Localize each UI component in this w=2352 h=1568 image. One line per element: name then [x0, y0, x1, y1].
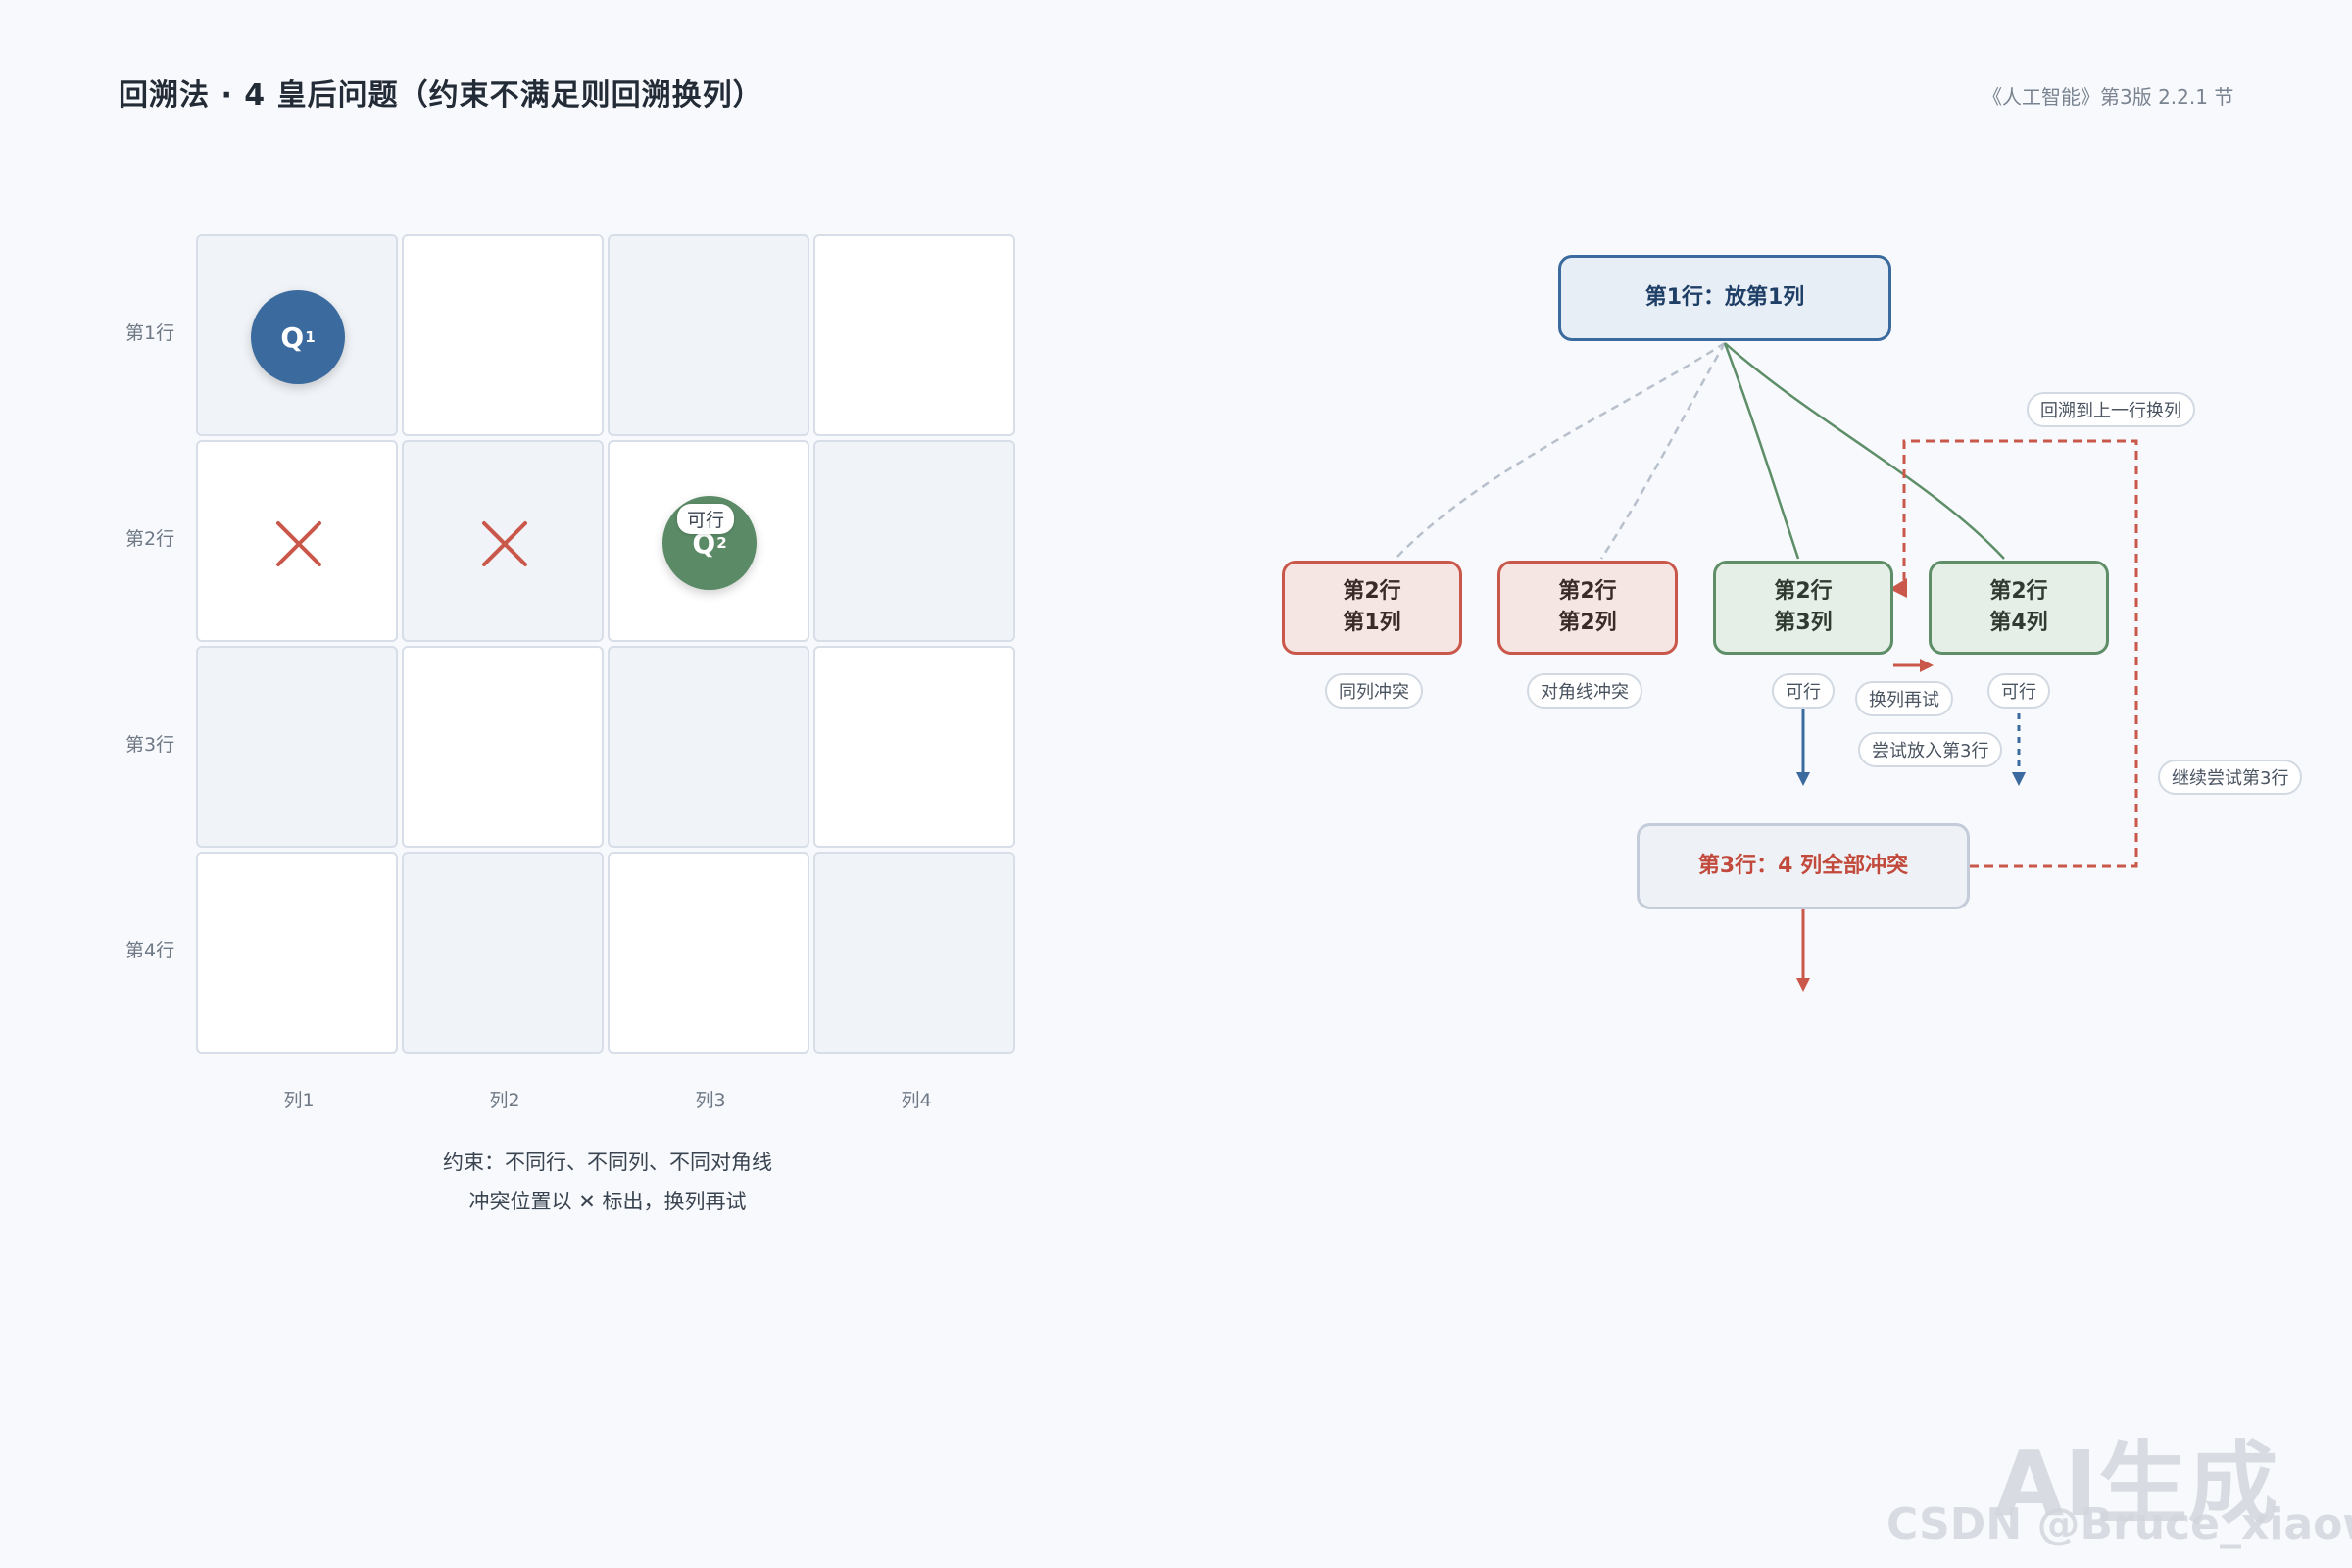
backtrack-arrowhead [1889, 578, 1907, 598]
feasible-badge: 可行 [677, 504, 735, 534]
queen-index: 1 [305, 328, 316, 346]
board-cell [608, 234, 809, 436]
queen-letter: Q [692, 526, 716, 560]
edge-dashed [1599, 342, 1727, 560]
tree-fail-node: 第3行：4 列全部冲突 [1637, 823, 1970, 909]
tag-feasible: 可行 [1772, 673, 1835, 709]
queen-index: 2 [716, 534, 727, 552]
board-cell [608, 852, 809, 1054]
tree-node-row2-col3: 第2行 第3列 [1713, 561, 1893, 655]
tag-same-column-conflict: 同列冲突 [1325, 673, 1423, 709]
board-cell [402, 646, 604, 848]
constraint-caption: 约束：不同行、不同列、不同对角线 [443, 1151, 772, 1174]
queen-letter: Q [280, 320, 305, 354]
column-label: 列4 [901, 1090, 932, 1111]
node-line2: 第2列 [1558, 611, 1617, 635]
node-line2: 第4列 [1989, 611, 2048, 635]
board-cell [196, 234, 398, 436]
board-cell [196, 852, 398, 1054]
tag-try-row3: 尝试放入第3行 [1858, 732, 2003, 767]
node-line2: 第3列 [1774, 611, 1833, 635]
edge-solid [1724, 342, 2005, 560]
row-label: 第3行 [125, 734, 175, 756]
board-cell [608, 646, 809, 848]
board-cell [402, 234, 604, 436]
tree-node-row2-col4: 第2行 第4列 [1929, 561, 2109, 655]
conflict-x-icon [482, 521, 527, 566]
row-label: 第1行 [125, 322, 175, 344]
board-cell [813, 440, 1015, 642]
tag-switch-column: 换列再试 [1855, 681, 1953, 716]
tag-continue-row3: 继续尝试第3行 [2158, 760, 2303, 795]
board-cell [402, 852, 604, 1054]
node-line2: 第1列 [1343, 611, 1401, 635]
row-label: 第4行 [125, 940, 175, 961]
tree-node-row2-col1: 第2行 第1列 [1282, 561, 1462, 655]
node-line1: 第2行 [1989, 579, 2048, 604]
board-cell [813, 234, 1015, 436]
watermark-author: CSDN @Bruce_xiaowei [1886, 1499, 2352, 1549]
column-label: 列3 [695, 1090, 726, 1111]
tag-diagonal-conflict: 对角线冲突 [1527, 673, 1642, 709]
backtrack-path [1902, 439, 2138, 868]
board-cell [196, 646, 398, 848]
edge-dashed [1395, 341, 1726, 560]
board-cell [813, 852, 1015, 1054]
tag-feasible: 可行 [1987, 673, 2050, 709]
watermark-ai-generated: AI生成 [1994, 1432, 2278, 1537]
row-label: 第2行 [125, 528, 175, 550]
fail-node-label: 第3行：4 列全部冲突 [1697, 854, 1909, 878]
root-node-label: 第1行：放第1列 [1644, 285, 1805, 310]
board-cell [813, 646, 1015, 848]
page-title: 回溯法 · 4 皇后问题（约束不满足则回溯换列） [119, 78, 763, 113]
column-label: 列2 [489, 1090, 520, 1111]
column-label: 列1 [283, 1090, 315, 1111]
tree-node-row2-col2: 第2行 第2列 [1497, 561, 1678, 655]
tag-backtrack: 回溯到上一行换列 [2027, 392, 2195, 427]
tree-root-node: 第1行：放第1列 [1558, 255, 1891, 341]
node-line1: 第2行 [1558, 579, 1617, 604]
edge-solid [1723, 342, 1800, 560]
node-line1: 第2行 [1774, 579, 1833, 604]
source-reference: 《人工智能》第3版 2.2.1 节 [1983, 85, 2234, 109]
conflict-caption: 冲突位置以 ✕ 标出，换列再试 [468, 1190, 747, 1213]
conflict-x-icon [276, 521, 321, 566]
node-line1: 第2行 [1343, 579, 1401, 604]
